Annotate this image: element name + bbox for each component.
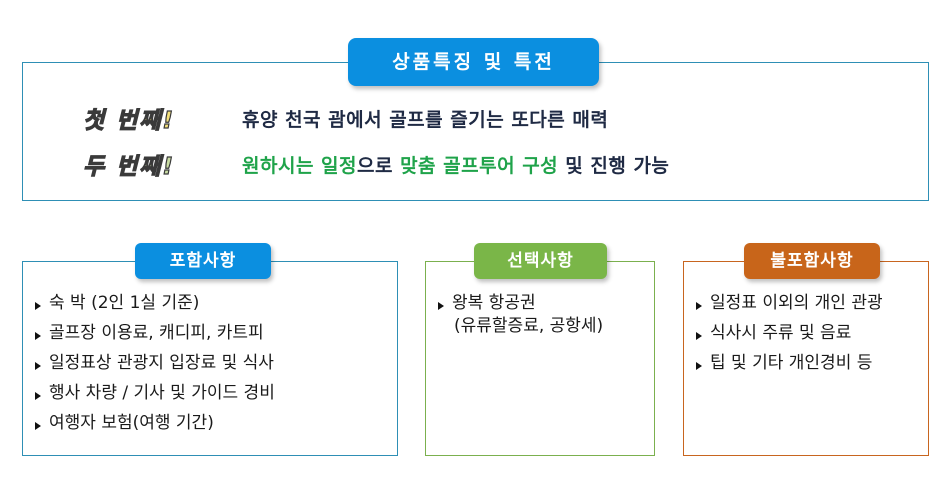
optional-list: 왕복 항공권 (유류할증료, 공항세): [438, 288, 603, 338]
excluded-item-text: 일정표 이외의 개인 관광: [710, 293, 883, 313]
second-text-highlight-2: 맞춤 골프투어 구성: [400, 155, 559, 177]
excluded-item-text: 식사시 주류 및 음료: [710, 323, 852, 343]
list-item: 팁 및 기타 개인경비 등: [696, 348, 883, 378]
optional-item-text: 왕복 항공권: [452, 293, 536, 313]
list-item: 행사 차량 / 기사 및 가이드 경비: [35, 378, 275, 408]
included-list: 숙 박 (2인 1실 기준) 골프장 이용료, 캐디피, 카트피 일정표상 관광…: [35, 288, 275, 438]
feature-title-badge: 상품특징 및 특전: [348, 38, 599, 86]
bullet-icon: [35, 392, 41, 400]
list-item: 골프장 이용료, 캐디피, 카트피: [35, 318, 275, 348]
included-item-text: 골프장 이용료, 캐디피, 카트피: [49, 323, 264, 343]
bullet-icon: [696, 362, 702, 370]
bullet-icon: [438, 302, 444, 310]
included-item-text: 숙 박 (2인 1실 기준): [49, 293, 200, 313]
included-item-text: 여행자 보험(여행 기간): [49, 413, 214, 433]
feature-row-2: 두 번째! 원하시는 일정으로 맞춤 골프투어 구성 및 진행 가능: [23, 147, 928, 187]
optional-item-subtext: (유류할증료, 공항세): [454, 316, 604, 336]
included-title-badge: 포함사항: [135, 243, 271, 279]
bullet-icon: [35, 362, 41, 370]
second-text-part-2: 으로: [357, 155, 401, 177]
feature-row-1: 첫 번째! 휴양 천국 괌에서 골프를 즐기는 또다른 매력: [23, 101, 928, 141]
included-item-text: 일정표상 관광지 입장료 및 식사: [49, 353, 274, 373]
first-text: 휴양 천국 괌에서 골프를 즐기는 또다른 매력: [242, 109, 609, 131]
bullet-icon: [696, 332, 702, 340]
excluded-title-badge: 불포함사항: [744, 243, 880, 279]
bullet-icon: [35, 332, 41, 340]
second-text: 원하시는 일정으로 맞춤 골프투어 구성 및 진행 가능: [242, 151, 669, 178]
optional-box: 왕복 항공권 (유류할증료, 공항세): [425, 261, 655, 456]
second-text-highlight-1: 원하시는 일정: [242, 155, 357, 177]
excluded-item-text: 팁 및 기타 개인경비 등: [710, 353, 873, 373]
list-item: 여행자 보험(여행 기간): [35, 408, 275, 438]
excluded-box: 일정표 이외의 개인 관광 식사시 주류 및 음료 팁 및 기타 개인경비 등: [683, 261, 929, 456]
bullet-icon: [35, 302, 41, 310]
first-label: 첫 번째!: [82, 107, 175, 134]
second-label: 두 번째!: [82, 153, 175, 180]
included-box: 숙 박 (2인 1실 기준) 골프장 이용료, 캐디피, 카트피 일정표상 관광…: [22, 261, 398, 456]
included-item-text: 행사 차량 / 기사 및 가이드 경비: [49, 383, 275, 403]
feature-box: 첫 번째! 휴양 천국 괌에서 골프를 즐기는 또다른 매력 두 번째! 원하시…: [22, 62, 929, 201]
bullet-icon: [35, 422, 41, 430]
list-item: 왕복 항공권 (유류할증료, 공항세): [438, 288, 603, 338]
excluded-list: 일정표 이외의 개인 관광 식사시 주류 및 음료 팁 및 기타 개인경비 등: [696, 288, 883, 378]
list-item: 식사시 주류 및 음료: [696, 318, 883, 348]
list-item: 숙 박 (2인 1실 기준): [35, 288, 275, 318]
bullet-icon: [696, 302, 702, 310]
second-text-part-4: 및 진행 가능: [558, 155, 670, 177]
optional-title-badge: 선택사항: [474, 243, 607, 279]
list-item: 일정표 이외의 개인 관광: [696, 288, 883, 318]
list-item: 일정표상 관광지 입장료 및 식사: [35, 348, 275, 378]
